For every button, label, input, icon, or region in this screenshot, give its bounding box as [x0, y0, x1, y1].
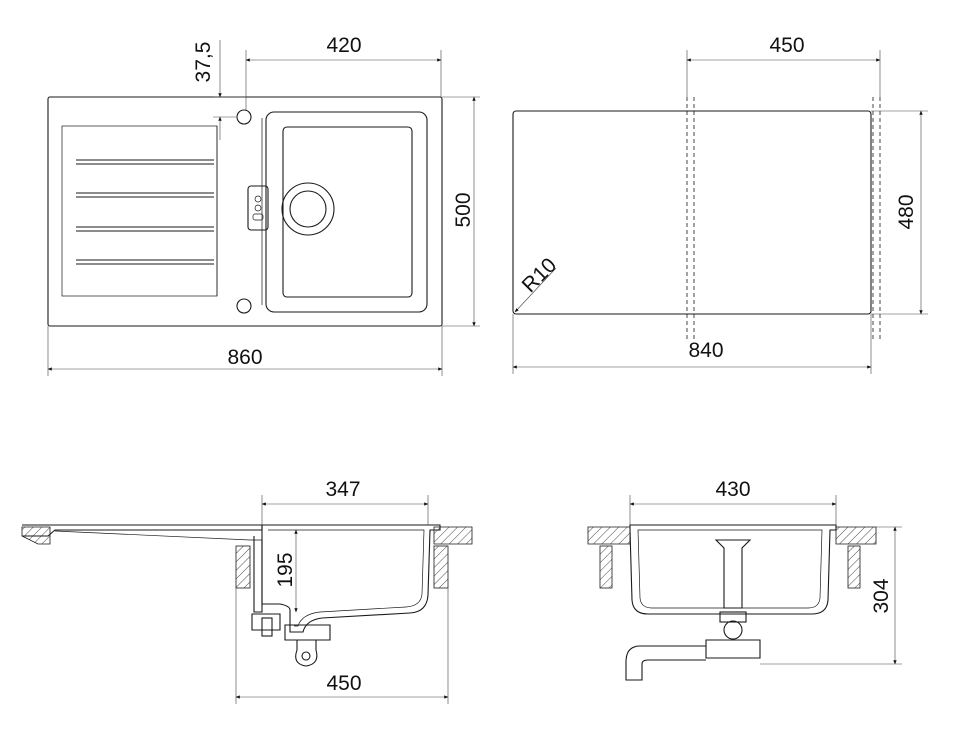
dim-cutout-width: 840	[688, 339, 723, 362]
dim-overall-height: 304	[870, 578, 893, 613]
top-view: 420 37,5 500 860	[47, 34, 480, 376]
side-section: 347 195 450	[21, 478, 473, 704]
cutout-view: 450 480 R10 840	[512, 34, 928, 374]
sink-outline	[47, 96, 443, 327]
drainer-grooves	[76, 159, 214, 265]
dim-cutout-depth: 480	[895, 194, 918, 229]
dim-corner-radius: R10	[518, 254, 562, 298]
dim-front-bowl-width: 430	[715, 478, 750, 501]
overflow	[247, 185, 269, 231]
tap-hole-top	[236, 109, 252, 125]
cutout-outline	[512, 110, 872, 315]
dim-bowl-inner-width: 347	[325, 478, 360, 501]
drain-inner	[289, 190, 327, 228]
bowl-outer	[265, 111, 428, 313]
bowl-section	[261, 524, 441, 633]
dim-overall-width: 860	[227, 346, 262, 369]
drain-outer	[281, 182, 335, 236]
dim-bowl-width: 420	[326, 34, 361, 57]
dim-cabinet-width-side: 450	[326, 672, 361, 695]
dim-bowl-depth: 195	[274, 552, 297, 587]
dim-offset: 37,5	[192, 42, 215, 83]
dim-cabinet-width: 450	[769, 34, 804, 57]
drainer-panel	[61, 125, 218, 297]
bowl-inner	[282, 126, 413, 298]
front-section: 430 304	[587, 478, 902, 681]
bowl-front-section	[629, 524, 837, 615]
dim-depth: 500	[452, 192, 475, 227]
tap-hole-bottom	[236, 298, 252, 314]
